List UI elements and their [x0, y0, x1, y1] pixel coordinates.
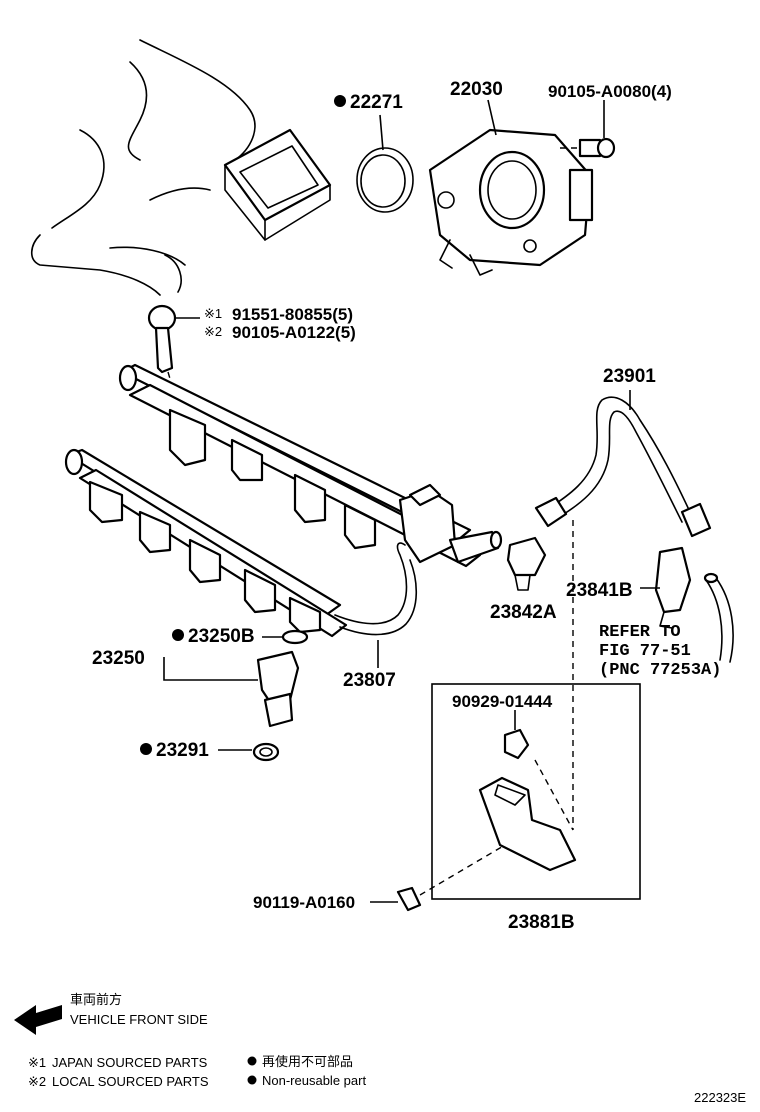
- clip-23841b: [640, 546, 692, 629]
- fuel-rail-front: [64, 448, 348, 638]
- ref-line-3: (PNC 77253A): [599, 661, 721, 680]
- diagram-id: 222323E: [694, 1090, 746, 1105]
- label-23881b: 23881B: [508, 912, 575, 933]
- dashed-guide-2: [534, 759, 574, 831]
- label-90105-a0122-prefix: ※2: [204, 324, 222, 339]
- fuel-hose-23807: [334, 542, 418, 668]
- nonreuse-dot-22271: [334, 95, 346, 107]
- label-23250b: 23250B: [188, 626, 255, 647]
- label-23842a: 23842A: [490, 602, 557, 623]
- clip-23842a: [506, 536, 547, 591]
- intake-manifold: [30, 39, 332, 296]
- bracket-23250: [163, 657, 258, 681]
- label-23807: 23807: [343, 670, 396, 691]
- legend-japan: JAPAN SOURCED PARTS: [52, 1055, 208, 1070]
- label-90119-a0160: 90119-A0160: [253, 893, 355, 912]
- ref-line-1: REFER TO: [599, 623, 681, 642]
- label-90929-01444: 90929-01444: [452, 692, 553, 711]
- label-23291: 23291: [156, 740, 209, 761]
- nonreuse-dot-23291: [140, 743, 152, 755]
- nonreuse-dot-23250b: [172, 629, 184, 641]
- legend-dot-icon-2: [247, 1075, 257, 1085]
- bracket-23881b: [478, 710, 577, 872]
- front-direction-arrow-icon: [14, 1005, 62, 1035]
- injector-23250: [256, 629, 309, 728]
- legend-dot-icon: [247, 1056, 257, 1066]
- label-90105-a0122: 90105-A0122(5): [232, 323, 356, 342]
- bolt-90119-a0160: [370, 886, 422, 912]
- legend-local-mark: ※2: [28, 1074, 46, 1089]
- dashed-guide-3: [419, 844, 506, 896]
- box-23881b: [431, 683, 641, 900]
- fuel-rail-rear: [118, 363, 503, 568]
- front-side-en: VEHICLE FRONT SIDE: [70, 1012, 208, 1027]
- label-22030: 22030: [450, 79, 503, 100]
- legend-local: LOCAL SOURCED PARTS: [52, 1074, 209, 1089]
- throttle-body-22030: [428, 99, 594, 276]
- bolt-90105-a0080: [560, 100, 616, 159]
- ref-line-2: FIG 77-51: [599, 642, 691, 661]
- label-22271: 22271: [350, 92, 403, 113]
- hose-77253a-ref: [703, 572, 734, 663]
- gasket-22271: [356, 114, 414, 213]
- legend-nonreuse-jp: 再使用不可部品: [262, 1054, 353, 1069]
- label-90105-a0080: 90105-A0080(4): [548, 82, 672, 101]
- label-23250: 23250: [92, 648, 145, 669]
- front-side-jp: 車両前方: [70, 992, 122, 1007]
- label-23901: 23901: [603, 366, 656, 387]
- label-91551: 91551-80855(5): [232, 305, 353, 324]
- legend-nonreuse-en: Non-reusable part: [262, 1073, 366, 1088]
- bolt-91551-80855: [147, 304, 200, 413]
- o-ring-23291: [218, 742, 280, 762]
- label-23841b: 23841B: [566, 580, 633, 601]
- label-91551-prefix: ※1: [204, 306, 222, 321]
- fuel-hose-23901: [534, 390, 712, 538]
- legend-japan-mark: ※1: [28, 1055, 46, 1070]
